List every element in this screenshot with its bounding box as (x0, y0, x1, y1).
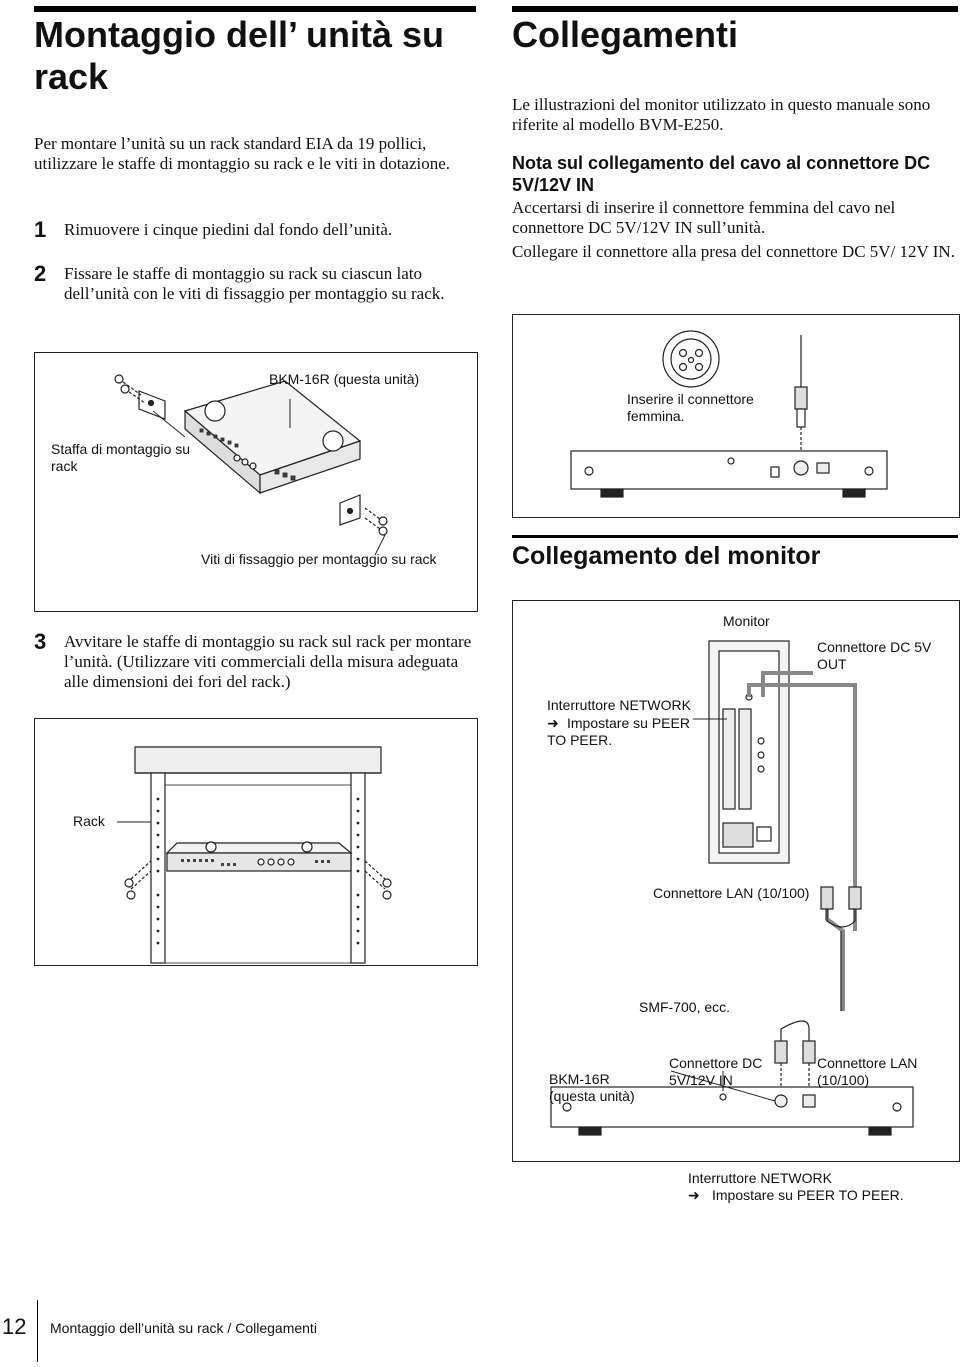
page-number: 12 (2, 1314, 27, 1339)
running-title: Montaggio dell’unità su rack / Collegame… (50, 1320, 317, 1336)
connector-illustration (570, 330, 888, 498)
note-heading: Nota sul collegamento del cavo al connet… (512, 153, 931, 195)
network-set-text-2: Impostare su PEER TO PEER. (712, 1187, 904, 1203)
figure-connector-insert: Inserire il connettore femmina. (512, 314, 960, 518)
fig4-dc-out-label: Connettore DC 5V OUT (817, 639, 932, 672)
monitor-connection-illustration (550, 640, 914, 1136)
fig2-rack-label: Rack (73, 813, 105, 829)
arrow-right-icon: ➜ (547, 715, 559, 731)
fig4-lan-label-bottom: Connettore LAN (10/100) (817, 1055, 918, 1088)
note-paragraph-1: Accertarsi di inserire il connettore fem… (512, 198, 896, 237)
fig1-screws-label: Viti di fissaggio per montaggio su rack (201, 551, 437, 567)
fig4-network-set-label: ➜Impostare su PEER TO PEER. (547, 715, 707, 749)
figure-monitor-connection: Monitor Connettore DC 5V OUT Interruttor… (512, 600, 960, 1162)
step-number: 2 (34, 261, 47, 286)
step-1: 1 Rimuovere i cinque piedini dal fondo d… (34, 217, 474, 242)
intro-left: Per montare l’unità su un rack standard … (34, 134, 451, 173)
top-rule-left (34, 6, 476, 12)
step-3: 3 Avvitare le staffe di montaggio su rac… (34, 629, 474, 692)
section-heading-monitor: Collegamento del monitor (512, 542, 821, 570)
section-rule (512, 535, 958, 538)
fig4-network-set-label-2: ➜ Impostare su PEER TO PEER. (688, 1187, 948, 1204)
page-title-right: Collegamenti (512, 14, 739, 55)
figure-bracket-mounting: BKM-16R (questa unità) Staffa di montagg… (34, 352, 478, 612)
arrow-right-icon: ➜ (688, 1187, 700, 1203)
intro-right: Le illustrazioni del monitor utilizzato … (512, 95, 931, 134)
note-paragraph-2: Collegare il connettore alla presa del c… (512, 242, 955, 261)
fig4-monitor-label: Monitor (723, 613, 770, 629)
step-2: 2 Fissare le staffe di montaggio su rack… (34, 261, 474, 304)
fig4-unit-label: BKM-16R (questa unità) (549, 1071, 635, 1104)
fig4-network-switch-label: Interruttore NETWORK (547, 697, 691, 713)
fig4-network-switch-label-2-out: Interruttore NETWORK (688, 1170, 832, 1186)
step-text: Avvitare le staffe di montaggio su rack … (64, 632, 472, 691)
step-number: 1 (34, 217, 47, 242)
step-number: 3 (34, 629, 47, 654)
rack-illustration (117, 746, 392, 964)
footer-divider (37, 1300, 38, 1362)
fig1-bracket-label: Staffa di montaggio su rack (51, 441, 191, 474)
page-title-left: Montaggio dell’ unità su rack (34, 14, 444, 97)
fig1-unit-label: BKM-16R (questa unità) (269, 371, 420, 387)
fig3-insert-label: Inserire il connettore femmina. (627, 391, 754, 424)
fig4-lan-label-top: Connettore LAN (10/100) (653, 885, 810, 901)
network-set-text: Impostare su PEER TO PEER. (547, 715, 690, 748)
fig4-cable-label: SMF-700, ecc. (639, 999, 731, 1015)
top-rule-right (512, 6, 958, 12)
fig4-dc-in-label: Connettore DC 5V/12V IN (669, 1055, 763, 1088)
step-text: Fissare le staffe di montaggio su rack s… (64, 264, 445, 303)
figure-rack: Rack (34, 718, 478, 966)
step-text: Rimuovere i cinque piedini dal fondo del… (64, 220, 393, 239)
unit-bracket-illustration (114, 374, 388, 556)
